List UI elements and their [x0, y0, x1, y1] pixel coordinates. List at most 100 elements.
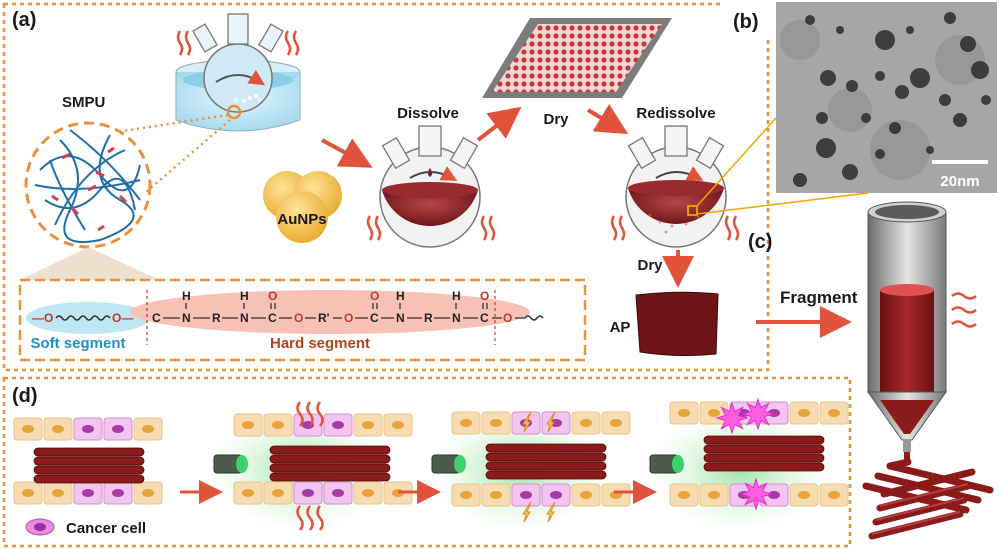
process-arrow: [476, 106, 522, 142]
cell-nucleus: [82, 489, 94, 497]
fragment-label: Fragment: [780, 288, 858, 307]
cancer-cell-nucleus-icon: [34, 523, 46, 531]
redissolve-flask: [610, 125, 740, 248]
scaffold-filament: [703, 444, 825, 454]
scaffold-filament: [703, 453, 825, 463]
laser-aperture: [672, 455, 684, 473]
cell-nucleus: [490, 419, 502, 427]
svg-text:N: N: [452, 311, 461, 325]
zoom-line: [696, 117, 777, 207]
cell-nucleus: [768, 491, 780, 499]
svg-text:N: N: [396, 311, 405, 325]
dried-film-mesh: [482, 18, 672, 98]
cell-nucleus: [242, 489, 254, 497]
cell-nucleus: [302, 489, 314, 497]
svg-text:O: O: [370, 289, 379, 303]
smpu-label: SMPU: [62, 94, 105, 111]
svg-text:C: C: [370, 311, 379, 325]
scaffold-filament: [703, 462, 825, 472]
cell-death-burst-icon: [739, 477, 773, 511]
lightning-icon: [522, 501, 532, 523]
svg-text:H: H: [452, 289, 461, 303]
cell-nucleus: [798, 491, 810, 499]
scaffold-filament: [269, 445, 391, 455]
heat-wave-icon: [306, 505, 314, 531]
cell-nucleus: [490, 491, 502, 499]
chain-end: O: [492, 311, 544, 325]
heat-wave-icon: [176, 30, 300, 56]
scaffold-filament: [33, 474, 145, 484]
cell-nucleus: [82, 425, 94, 433]
dry-label-top: Dry: [543, 111, 569, 128]
cell-nucleus: [362, 489, 374, 497]
svg-text:O: O: [480, 289, 489, 303]
cancer-cell-label: Cancer cell: [66, 520, 146, 537]
cell-nucleus: [520, 491, 532, 499]
panel-a-frame: [2, 2, 770, 372]
cell-nucleus: [242, 421, 254, 429]
zoom-marker: [226, 104, 242, 120]
scaffold-filament: [269, 454, 391, 464]
cell-nucleus: [678, 409, 690, 417]
svg-text:H: H: [240, 289, 249, 303]
svg-text:H: H: [396, 289, 405, 303]
soft-segment-label: Soft segment: [30, 335, 125, 352]
cell-nucleus: [460, 419, 472, 427]
laser-aperture: [236, 455, 248, 473]
panel-a-label: (a): [12, 9, 36, 31]
heat-wave-icon: [610, 215, 740, 241]
svg-text:R: R: [212, 311, 221, 325]
svg-text:O: O: [268, 289, 277, 303]
scaffold-filament: [485, 470, 607, 480]
ap-film: [635, 291, 719, 357]
zoom-line: [696, 192, 869, 215]
laser-aperture: [454, 455, 466, 473]
lightning-icon: [522, 411, 532, 433]
dry-label-side: Dry: [637, 257, 663, 274]
heat-wave-icon: [306, 401, 314, 427]
cell-nucleus: [550, 419, 562, 427]
svg-text:C: C: [480, 311, 489, 325]
tem-image: 20nm: [776, 2, 997, 193]
svg-text:H: H: [182, 289, 191, 303]
scale-bar: [932, 160, 988, 164]
scaffold-filament: [33, 447, 145, 457]
therapy-stages: [13, 397, 849, 531]
heat-wave-icon: [951, 292, 977, 328]
cell-nucleus: [112, 425, 124, 433]
cell-nucleus: [708, 409, 720, 417]
cell-nucleus: [52, 489, 64, 497]
cell-nucleus: [272, 421, 284, 429]
panel-d-frame: [2, 376, 852, 548]
scaffold-filament: [33, 456, 145, 466]
hard-segment-shape: [130, 290, 530, 334]
svg-text:C: C: [152, 311, 161, 325]
svg-text:O: O: [294, 311, 303, 325]
scaffold-filament: [269, 463, 391, 473]
panel-b-label-bg: [722, 2, 770, 38]
redissolve-label: Redissolve: [636, 105, 715, 122]
zoom-line: [145, 119, 231, 193]
svg-text:R: R: [424, 311, 433, 325]
cell-death-burst-icon: [715, 401, 749, 435]
cell-nucleus: [828, 491, 840, 499]
chemistry-box: [18, 278, 587, 362]
svg-text:O: O: [503, 311, 512, 325]
printed-scaffold: [862, 458, 994, 540]
heat-wave-icon: [316, 401, 324, 427]
dissolve-flask: [366, 125, 496, 248]
process-arrow: [321, 138, 373, 168]
printer-nozzle: [867, 201, 947, 462]
cell-nucleus: [550, 491, 562, 499]
cell-nucleus: [798, 409, 810, 417]
ap-label: AP: [610, 319, 631, 336]
cell-nucleus: [332, 421, 344, 429]
cell-nucleus: [580, 491, 592, 499]
lightning-icon: [546, 411, 556, 433]
svg-text:N: N: [240, 311, 249, 325]
svg-text:—O: —O: [32, 311, 53, 325]
synthesis-bath: [175, 13, 301, 132]
zoom-triangle: [20, 247, 160, 280]
cell-nucleus: [392, 421, 404, 429]
